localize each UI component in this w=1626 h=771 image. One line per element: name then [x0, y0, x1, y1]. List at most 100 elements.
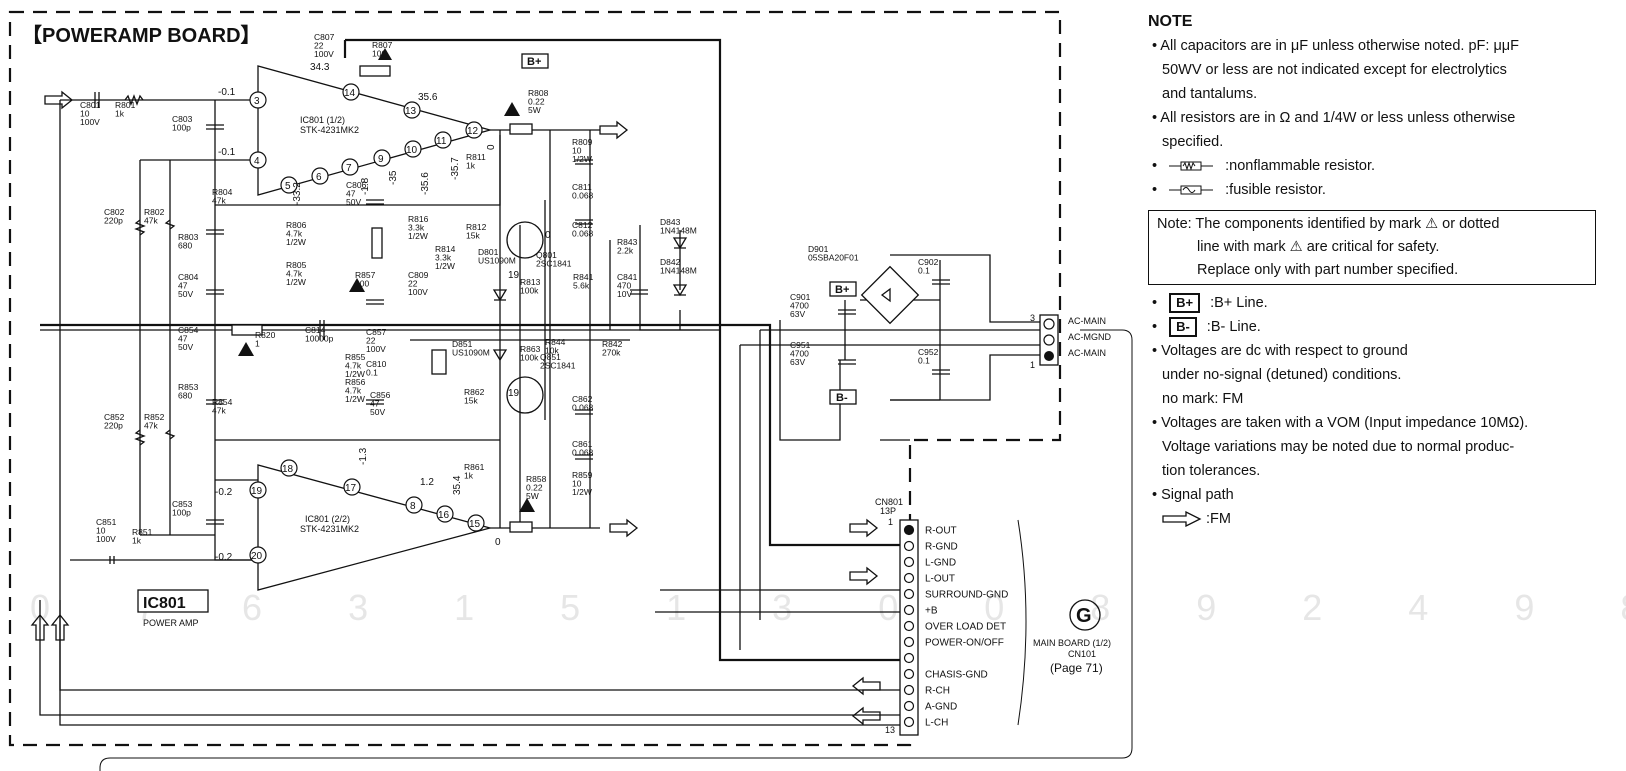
svg-text:-0.2: -0.2 [215, 552, 233, 563]
notes-panel: NOTE • All capacitors are in μF unless o… [1148, 10, 1618, 531]
cn801-signal-label: +B [925, 606, 938, 617]
svg-text:1: 1 [1030, 360, 1035, 370]
svg-text:B+: B+ [835, 284, 849, 296]
connector-bracket [1017, 519, 1027, 726]
bplus-desc: :B+ Line. [1210, 295, 1268, 311]
note-capacitors-3: and tantalums. [1162, 86, 1258, 102]
note-bplus: •B+:B+ Line. [1152, 293, 1268, 313]
cn801-signal-label: SURROUND-GND [925, 590, 1008, 601]
safety-line-3: Replace only with part number specified. [1197, 262, 1459, 278]
svg-text:16: 16 [438, 510, 450, 521]
ic801-half1-triangle [257, 65, 493, 196]
svg-text:-33.2: -33.2 [292, 182, 303, 205]
ic-pins: 3 4 5 6 7 9 10 11 12 13 14 18 17 8 16 15… [249, 83, 485, 564]
safety-line-1: Note: The components identified by mark … [1157, 216, 1500, 232]
ac-main-top: AC-MAIN [1068, 316, 1106, 326]
main-board-badge [1069, 599, 1101, 631]
svg-text:1: 1 [888, 517, 893, 527]
note-nonflammable: • :nonflammable resistor. [1152, 158, 1376, 174]
svg-text:-0.1: -0.1 [218, 87, 236, 98]
watermark: 0 7 6 3 1 5 1 3 0 0 8 9 2 4 9 8 2 9 [30, 587, 1626, 628]
svg-text:(Page 71): (Page 71) [1050, 661, 1103, 675]
cn801-signal-label: L-CH [925, 718, 948, 729]
cn801-pin [903, 540, 915, 552]
cn801-signal-label: POWER-ON/OFF [925, 638, 1004, 649]
svg-text:1.2: 1.2 [420, 477, 434, 488]
board-title: 【POWERAMP BOARD】 [22, 24, 261, 47]
cn801-pin [903, 604, 915, 616]
cn801-signal-label: OVER LOAD DET [925, 622, 1006, 633]
svg-text:10: 10 [406, 145, 418, 156]
svg-text:-35.6: -35.6 [420, 172, 431, 195]
ac-main-bottom: AC-MAIN [1068, 348, 1106, 358]
fusible-resistor-icon [1169, 185, 1214, 195]
note-capacitors-2: 50WV or less are not indicated except fo… [1162, 62, 1507, 78]
nonflammable-text: :nonflammable resistor. [1225, 158, 1376, 174]
note-fusible: • :fusible resistor. [1152, 182, 1326, 198]
svg-text:35.6: 35.6 [418, 92, 438, 103]
note-signal-path: • Signal path [1152, 487, 1234, 503]
signal-arrows [30, 90, 881, 726]
cn801-signal-label: R-GND [925, 542, 958, 553]
safety-note-box: Note: The components identified by mark … [1148, 210, 1596, 285]
cn801-pin [903, 524, 915, 536]
note-vom: • Voltages are taken with a VOM (Input i… [1152, 415, 1529, 431]
bminus-tag [829, 389, 857, 405]
bminus-desc: :B- Line. [1206, 319, 1261, 335]
notes-title: NOTE [1148, 13, 1193, 30]
ac-mgnd: AC-MGND [1068, 332, 1111, 342]
nonflammable-resistor-icon [1169, 161, 1214, 171]
note-voltages: • Voltages are dc with respect to ground [1152, 343, 1408, 359]
fusible-text: :fusible resistor. [1225, 182, 1326, 198]
cn801-pin [903, 636, 915, 648]
svg-text:-0.1: -0.1 [218, 147, 236, 158]
note-voltages-2: under no-signal (detuned) conditions. [1162, 367, 1402, 383]
svg-text:MAIN BOARD (1/2): MAIN BOARD (1/2) [1033, 638, 1111, 648]
signal-arrow-icon [1162, 511, 1202, 528]
note-capacitors: • All capacitors are in μF unless otherw… [1152, 38, 1520, 54]
cn801-pin [903, 620, 915, 632]
cn801-pin [903, 556, 915, 568]
bplus-tag-top [521, 53, 549, 69]
cn801-signal-label: L-OUT [925, 574, 955, 585]
svg-text:B-: B- [836, 392, 848, 404]
svg-text:9: 9 [378, 154, 384, 165]
svg-text:13: 13 [885, 725, 895, 735]
bminus-symbol: B- [1169, 317, 1197, 337]
signal-fm-text: :FM [1206, 511, 1231, 527]
svg-text:13P: 13P [880, 506, 896, 516]
svg-text:0: 0 [495, 537, 501, 548]
